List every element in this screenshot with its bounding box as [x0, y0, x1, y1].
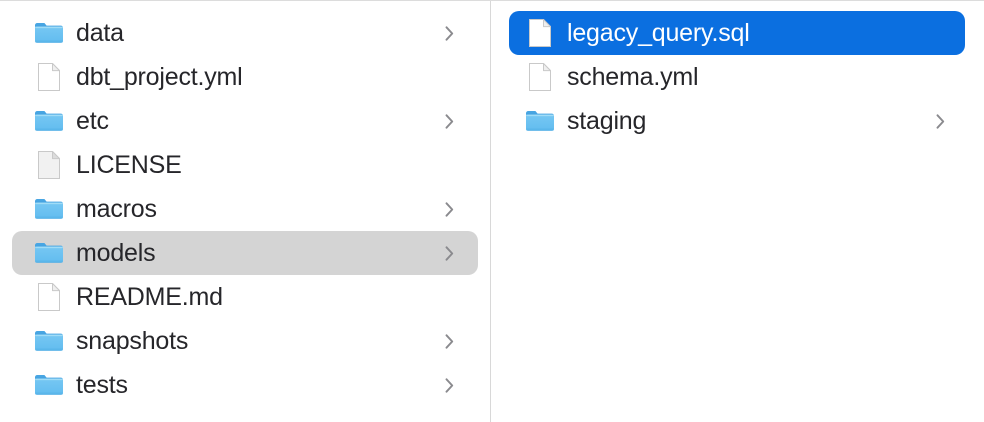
file-name-label: tests [76, 371, 128, 399]
folder-icon-svg [35, 23, 63, 43]
chevron-right-icon[interactable] [442, 23, 456, 43]
document-icon-svg [38, 63, 60, 91]
file-row[interactable]: schema.yml [509, 55, 965, 99]
folder-icon [34, 104, 64, 138]
chevron-right-icon-svg [445, 113, 453, 129]
file-name-label: dbt_project.yml [76, 63, 243, 91]
folder-icon [34, 324, 64, 358]
file-name-label: README.md [76, 283, 223, 311]
file-name-label: staging [567, 107, 647, 135]
chevron-right-icon-svg [445, 333, 453, 349]
file-row[interactable]: macros [12, 187, 478, 231]
document-icon-svg [529, 63, 551, 91]
document-icon-svg [38, 283, 60, 311]
file-row[interactable]: models [12, 231, 478, 275]
chevron-right-icon-svg [936, 113, 944, 129]
folder-icon-svg [35, 331, 63, 351]
folder-icon-svg [526, 111, 554, 131]
file-name-label: schema.yml [567, 63, 699, 91]
file-row[interactable]: etc [12, 99, 478, 143]
folder-icon-svg [35, 375, 63, 395]
folder-icon [34, 192, 64, 226]
chevron-right-icon-svg [445, 25, 453, 41]
document-icon-svg [529, 19, 551, 47]
file-row[interactable]: staging [509, 99, 965, 143]
chevron-right-icon[interactable] [442, 199, 456, 219]
file-row[interactable]: data [12, 11, 478, 55]
document-plain-icon [34, 148, 64, 182]
file-name-label: models [76, 239, 156, 267]
chevron-right-icon-svg [445, 201, 453, 217]
file-row[interactable]: dbt_project.yml [12, 55, 478, 99]
file-row[interactable]: tests [12, 363, 478, 407]
finder-column-models[interactable]: legacy_query.sql schema.yml staging [491, 1, 983, 422]
folder-icon [34, 236, 64, 270]
file-name-label: macros [76, 195, 157, 223]
chevron-right-icon[interactable] [442, 331, 456, 351]
document-icon [34, 280, 64, 314]
chevron-right-icon-svg [445, 245, 453, 261]
document-icon [34, 60, 64, 94]
chevron-right-icon[interactable] [442, 111, 456, 131]
folder-icon-svg [35, 111, 63, 131]
chevron-right-icon[interactable] [442, 375, 456, 395]
chevron-right-icon[interactable] [442, 243, 456, 263]
folder-icon [34, 368, 64, 402]
folder-icon-svg [35, 243, 63, 263]
finder-column-project-root[interactable]: data dbt_project.yml etc [0, 1, 491, 422]
file-row[interactable]: legacy_query.sql [509, 11, 965, 55]
file-row[interactable]: snapshots [12, 319, 478, 363]
file-name-label: snapshots [76, 327, 189, 355]
chevron-right-icon-svg [445, 377, 453, 393]
document-icon [525, 16, 555, 50]
file-name-label: etc [76, 107, 109, 135]
file-row[interactable]: README.md [12, 275, 478, 319]
folder-icon [525, 104, 555, 138]
folder-icon [34, 16, 64, 50]
file-name-label: legacy_query.sql [567, 19, 750, 47]
chevron-right-icon[interactable] [933, 111, 947, 131]
document-icon-svg [38, 151, 60, 179]
folder-icon-svg [35, 199, 63, 219]
file-name-label: LICENSE [76, 151, 182, 179]
file-name-label: data [76, 19, 124, 47]
file-row[interactable]: LICENSE [12, 143, 478, 187]
document-icon [525, 60, 555, 94]
